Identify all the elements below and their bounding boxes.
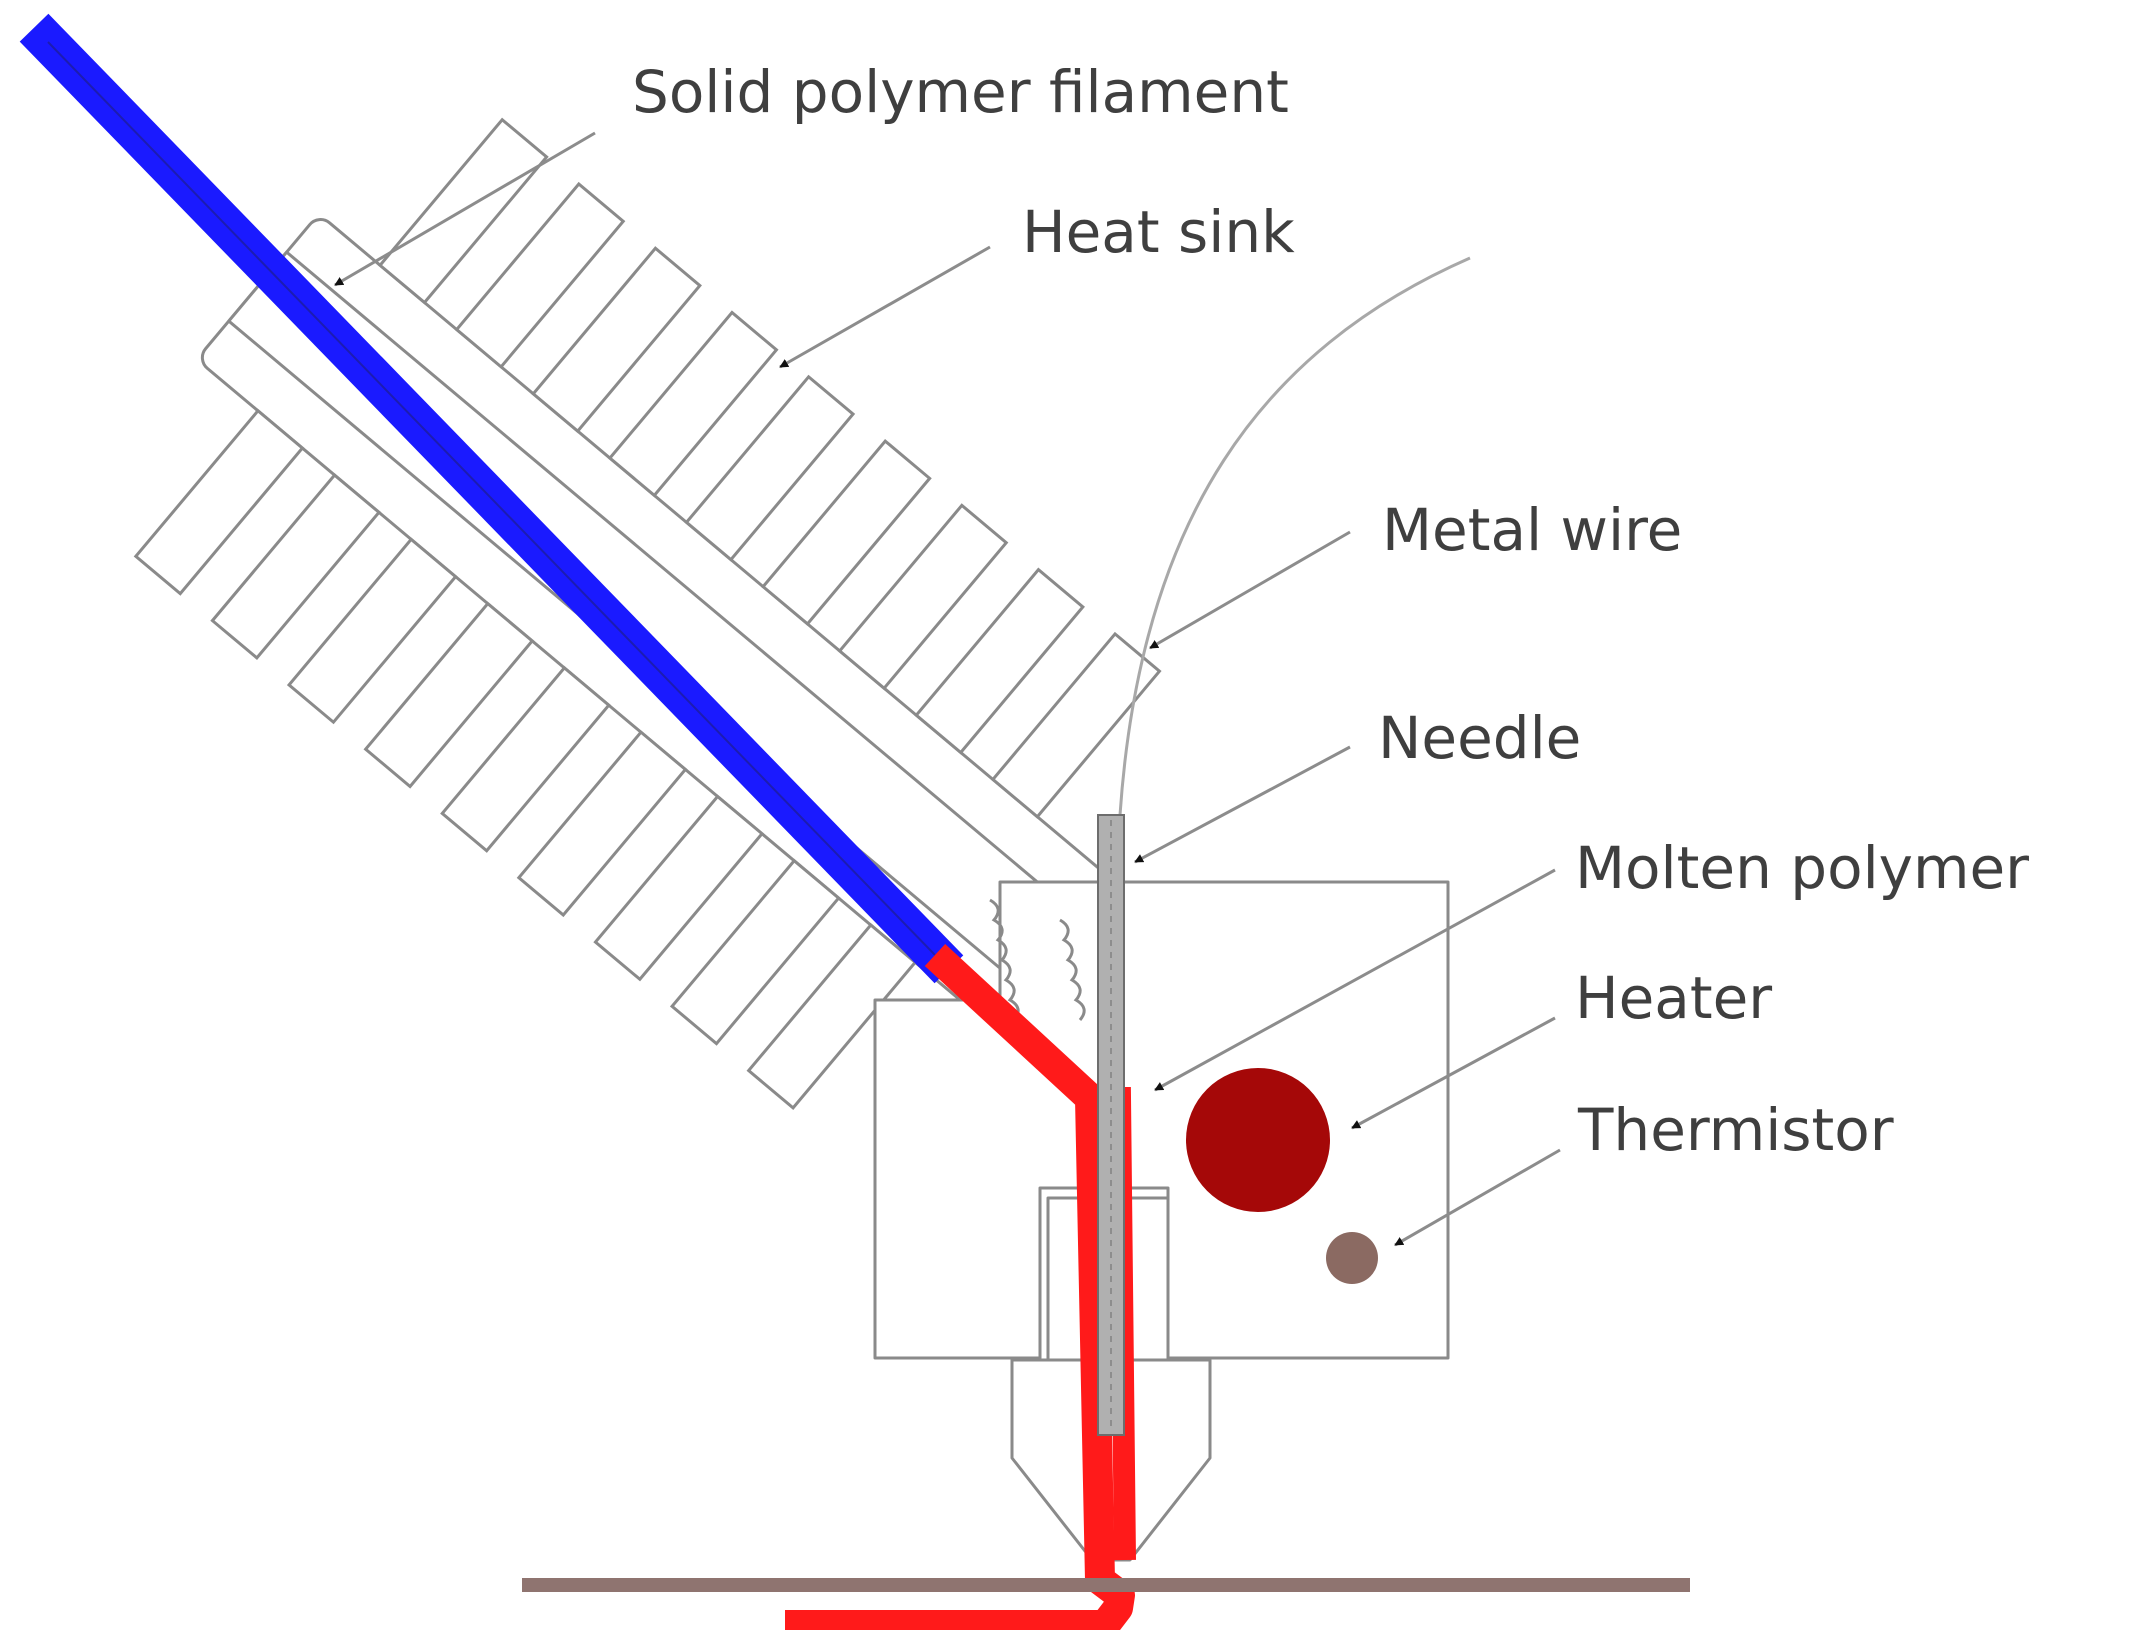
heat-sink-fin <box>607 310 779 498</box>
heat-sink-fin <box>531 246 702 434</box>
heat-sink-fin <box>286 537 458 725</box>
heat-sink-fin <box>516 730 688 918</box>
heat-sink-fin <box>669 858 841 1046</box>
heat-sink-fin <box>914 567 1085 755</box>
heat-sink-fin <box>837 503 1009 691</box>
heat-sink-fin <box>746 922 918 1110</box>
label-heater: Heater <box>1575 964 1772 1032</box>
heater-element <box>1186 1068 1330 1212</box>
heat-sink-fin <box>990 631 1162 819</box>
heat-sink-fin <box>363 601 535 789</box>
label-heat-sink: Heat sink <box>1022 198 1295 266</box>
label-thermistor: Thermistor <box>1577 1096 1894 1164</box>
solid-polymer-filament <box>19 13 964 984</box>
threads <box>989 898 1086 1021</box>
build-plate <box>522 1578 1690 1592</box>
label-needle: Needle <box>1378 704 1581 772</box>
label-metal-wire: Metal wire <box>1382 496 1682 564</box>
heat-sink-fin <box>440 665 611 853</box>
heat-sink-fin <box>760 438 932 627</box>
label-solid-polymer-filament: Solid polymer filament <box>632 58 1289 126</box>
heat-sink-fin <box>593 794 765 982</box>
heat-sink-fin <box>133 408 305 596</box>
label-arrows <box>334 131 1561 1247</box>
label-molten-polymer: Molten polymer <box>1575 834 2029 902</box>
heat-sink-fin <box>210 472 382 661</box>
metal-wire <box>1118 256 1471 816</box>
thermistor-element <box>1326 1232 1378 1284</box>
heat-sink-fin <box>454 181 626 369</box>
heat-sink-fin <box>684 374 856 562</box>
